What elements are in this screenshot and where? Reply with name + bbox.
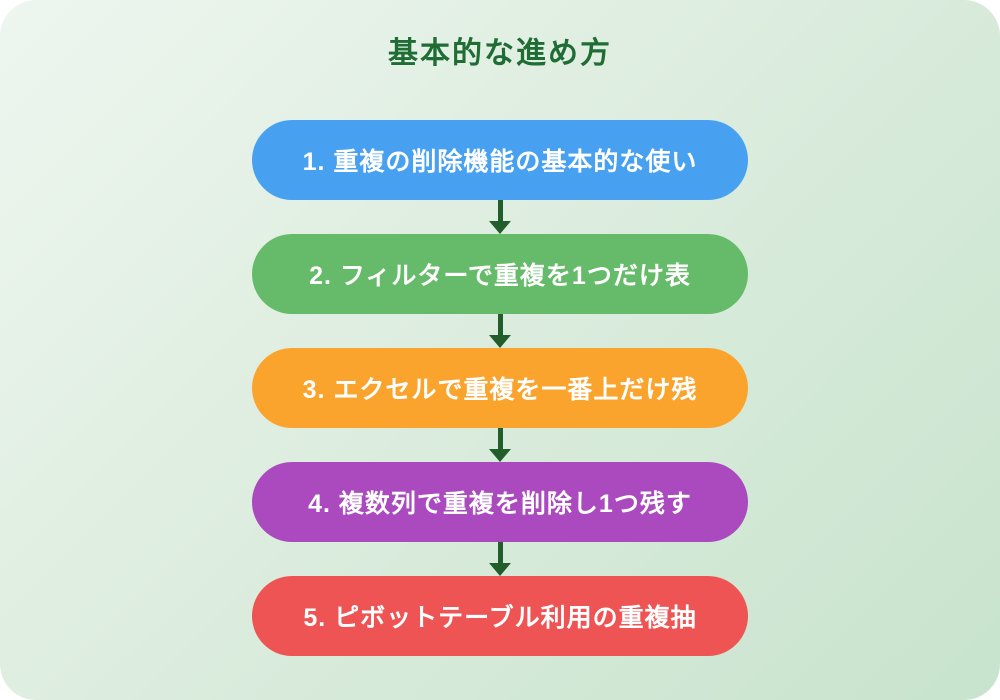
flow-step-1-label: 1. 重複の削除機能の基本的な使い bbox=[302, 148, 698, 176]
flow-arrow-down-icon bbox=[489, 200, 511, 234]
flow-step-2: 2. フィルターで重複を1つだけ表 bbox=[252, 234, 748, 314]
arrow-head bbox=[489, 335, 511, 348]
flow-step-3-label: 3. エクセルで重複を一番上だけ残 bbox=[302, 376, 698, 404]
flow-arrow-down-icon bbox=[489, 428, 511, 462]
flow-step-4-label: 4. 複数列で重複を削除し1つ残す bbox=[308, 490, 692, 518]
flow-step-5-label: 5. ピボットテーブル利用の重複抽 bbox=[303, 604, 697, 632]
flow-step-1: 1. 重複の削除機能の基本的な使い bbox=[252, 120, 748, 200]
arrow-stem bbox=[497, 542, 503, 563]
arrow-stem bbox=[497, 200, 503, 221]
arrow-head bbox=[489, 449, 511, 462]
arrow-stem bbox=[497, 314, 503, 335]
flow-step-3: 3. エクセルで重複を一番上だけ残 bbox=[252, 348, 748, 428]
flow-step-4: 4. 複数列で重複を削除し1つ残す bbox=[252, 462, 748, 542]
page-title: 基本的な進め方 bbox=[388, 37, 612, 70]
flow-chart: 1. 重複の削除機能の基本的な使い 2. フィルターで重複を1つだけ表 3. エ… bbox=[0, 120, 1000, 656]
arrow-head bbox=[489, 563, 511, 576]
arrow-stem bbox=[497, 428, 503, 449]
flow-arrow-down-icon bbox=[489, 314, 511, 348]
flow-step-2-label: 2. フィルターで重複を1つだけ表 bbox=[309, 262, 691, 290]
flow-arrow-down-icon bbox=[489, 542, 511, 576]
flow-step-5: 5. ピボットテーブル利用の重複抽 bbox=[252, 576, 748, 656]
arrow-head bbox=[489, 221, 511, 234]
